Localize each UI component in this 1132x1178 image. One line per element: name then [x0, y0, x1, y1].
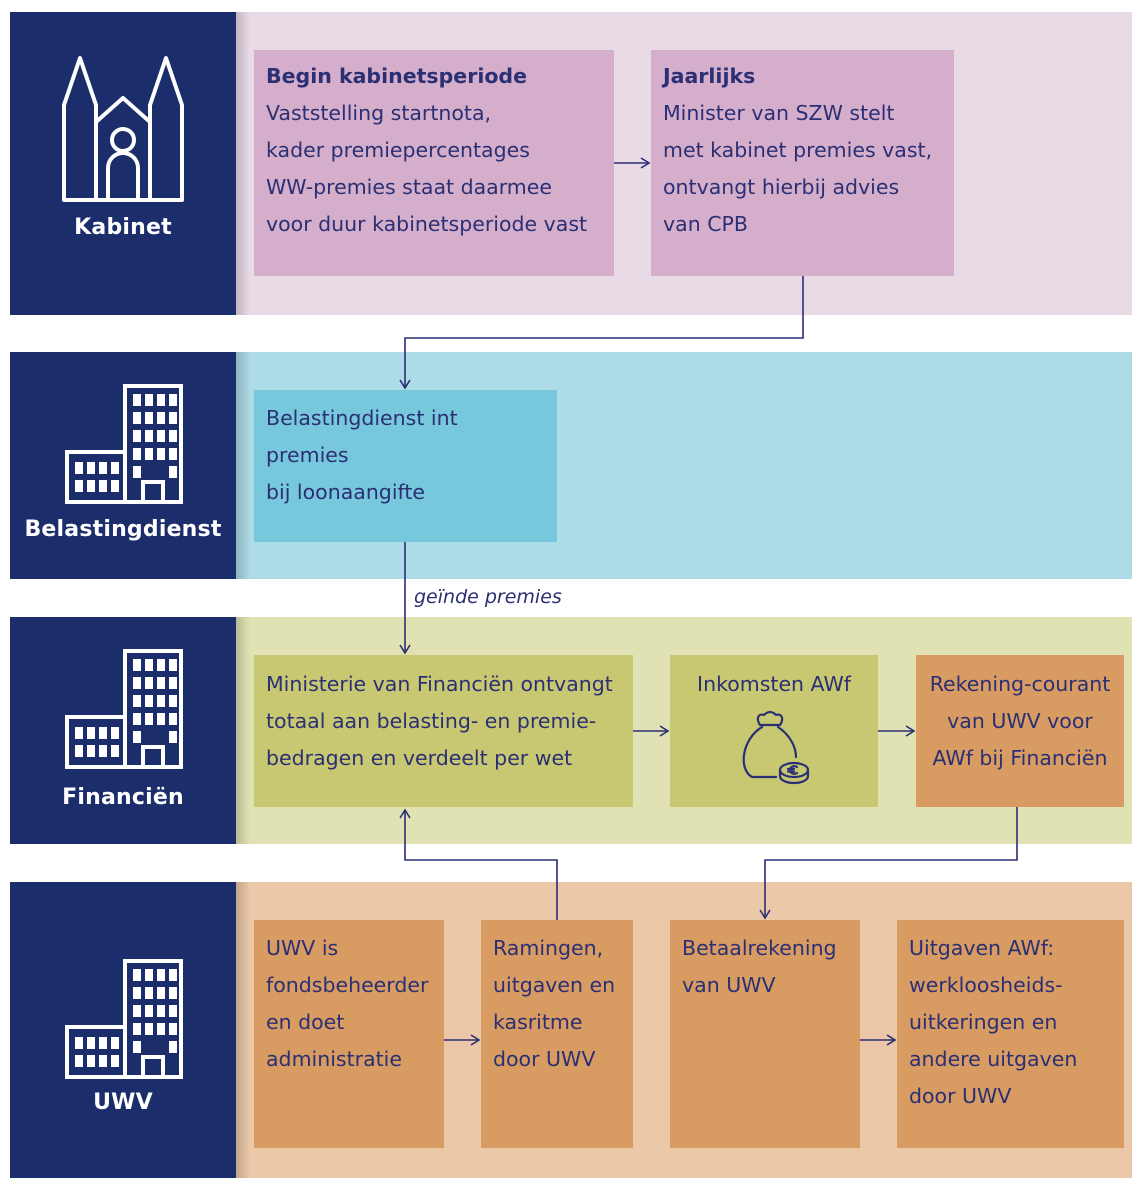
box-line: door UWV — [909, 1084, 1012, 1108]
actor-label-uwv: UWV — [93, 1090, 153, 1115]
box-ministerie-financien: Ministerie van Financiën ontvangt totaal… — [254, 655, 633, 807]
box-line: WW-premies staat daarmee — [266, 175, 552, 199]
box-line: Ramingen, — [493, 936, 604, 960]
actor-kabinet: Kabinet — [10, 12, 236, 315]
box-line: Rekening-courant — [929, 672, 1111, 696]
church-icon — [62, 56, 184, 202]
box-line: door UWV — [493, 1047, 596, 1071]
box-line: Vaststelling startnota, — [266, 101, 492, 125]
box-title: Begin kabinetsperiode — [266, 64, 528, 88]
box-line: Ministerie van Financiën ontvangt — [266, 672, 613, 696]
box-line: uitkeringen en — [909, 1010, 1058, 1034]
actor-financien: Financiën — [10, 617, 236, 844]
box-jaarlijks: Jaarlijks Minister van SZW stelt met kab… — [651, 50, 954, 276]
box-line: Inkomsten AWf — [697, 672, 851, 696]
box-uitgaven-awf: Uitgaven AWf: werkloosheids- uitkeringen… — [897, 920, 1124, 1148]
arrow-ramingen-to-ministerie — [399, 808, 558, 920]
actor-label-belastingdienst: Belastingdienst — [24, 517, 222, 542]
box-line: Minister van SZW stelt — [663, 101, 895, 125]
box-line: fondsbeheerder — [266, 973, 429, 997]
box-line: ontvangt hierbij advies — [663, 175, 900, 199]
box-line: voor duur kabinetsperiode vast — [266, 212, 588, 236]
box-line: bedragen en verdeelt per wet — [266, 746, 573, 770]
box-line: kasritme — [493, 1010, 583, 1034]
actor-label-financien: Financiën — [62, 785, 184, 810]
box-line: AWf bij Financiën — [932, 746, 1108, 770]
box-begin-kabinetsperiode: Begin kabinetsperiode Vaststelling start… — [254, 50, 614, 276]
box-line: UWV is — [266, 936, 339, 960]
box-line: van CPB — [663, 212, 748, 236]
box-line: uitgaven en — [493, 973, 616, 997]
box-line: andere uitgaven — [909, 1047, 1078, 1071]
actor-label-kabinet: Kabinet — [74, 215, 172, 240]
buildings-icon — [65, 959, 183, 1079]
box-line: werkloosheids- — [909, 973, 1063, 997]
money-bag-euro-icon — [742, 710, 810, 785]
box-betaalrekening: Betaalrekening van UWV — [670, 920, 860, 1148]
box-belastingdienst-int: Belastingdienst int premies bij loonaang… — [254, 390, 557, 542]
buildings-icon — [65, 649, 183, 769]
arrow-rekening-to-betaalrekening — [759, 807, 1018, 920]
box-line: totaal aan belasting- en premie- — [266, 709, 597, 733]
box-line: administratie — [266, 1047, 402, 1071]
actor-belastingdienst: Belastingdienst — [10, 352, 236, 579]
box-line: Uitgaven AWf: — [909, 936, 1055, 960]
box-line: bij loonaangifte — [266, 480, 426, 504]
box-line: kader premiepercentages — [266, 138, 530, 162]
box-ramingen: Ramingen, uitgaven en kasritme door UWV — [481, 920, 633, 1148]
box-line: van UWV voor — [947, 709, 1093, 733]
box-inkomsten-awf: Inkomsten AWf — [670, 655, 878, 807]
buildings-icon — [65, 384, 183, 504]
box-line: Belastingdienst int premies — [266, 406, 458, 467]
arrow-jaarlijks-to-belastingdienst — [399, 276, 804, 390]
box-title: Jaarlijks — [663, 64, 756, 88]
box-line: met kabinet premies vast, — [663, 138, 933, 162]
box-line: en doet — [266, 1010, 345, 1034]
box-line: van UWV — [682, 973, 776, 997]
box-line: Betaalrekening — [682, 936, 837, 960]
actor-uwv: UWV — [10, 882, 236, 1178]
box-uwv-fondsbeheerder: UWV is fondsbeheerder en doet administra… — [254, 920, 444, 1148]
box-rekening-courant: Rekening-courant van UWV voor AWf bij Fi… — [916, 655, 1124, 807]
annotation-geinde-premies: geïnde premies — [414, 586, 562, 608]
